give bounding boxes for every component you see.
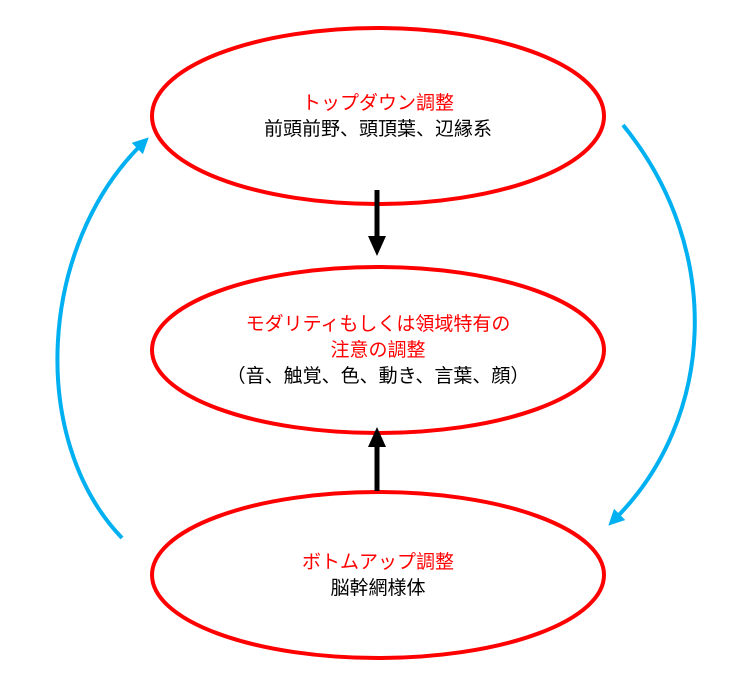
bottom-up-node: ボトムアップ調整 脳幹網様体 <box>150 490 606 660</box>
right-cycle-arrow <box>608 123 697 526</box>
bottom-up-region: 脳幹網様体 <box>330 577 426 599</box>
bottom-up-ellipse <box>150 490 606 660</box>
top-down-node: トップダウン調整 前頭前野、頭頂葉、辺縁系 <box>150 28 606 204</box>
left-cycle-arrow <box>55 137 149 540</box>
top-down-title: トップダウン調整 <box>301 91 454 114</box>
down-arrow <box>368 190 386 256</box>
modality-title-line2: 注意の調整 <box>330 338 426 361</box>
top-down-regions: 前頭前野、頭頂葉、辺縁系 <box>263 118 492 140</box>
up-arrow <box>368 427 386 491</box>
modality-examples: （音、触覚、色、動き、言葉、顔） <box>226 365 530 388</box>
modality-node: モダリティもしくは領域特有の 注意の調整 （音、触覚、色、動き、言葉、顔） <box>150 265 606 435</box>
bottom-up-title: ボトムアップ調整 <box>301 550 454 573</box>
modality-title-line1: モダリティもしくは領域特有の <box>245 312 511 335</box>
